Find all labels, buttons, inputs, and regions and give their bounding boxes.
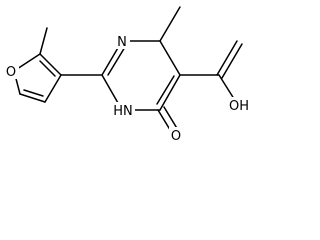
- atom-furan-o: O: [4, 63, 19, 80]
- label-n3: N: [117, 35, 127, 50]
- atom-n1h: HN: [111, 102, 135, 119]
- bond-carboxyl-co-a: [216, 40, 238, 76]
- label-acid-oh: OH: [229, 99, 249, 114]
- atom-n3: N: [115, 33, 130, 50]
- label-oxo-o: O: [171, 129, 181, 144]
- bond-carboxyl-co-b: [221, 43, 243, 79]
- bond-c4-methyl: [159, 6, 181, 42]
- atom-acid-oh: OH: [227, 97, 251, 114]
- molecule-drawing: O N HN O OH: [4, 6, 251, 144]
- bond-furan-c3-c2-inner: [39, 60, 56, 77]
- structure-diagram: O N HN O OH: [4, 6, 251, 144]
- bond-c6-oxo-b: [163, 106, 179, 131]
- bond-furan-c4-c3: [44, 74, 62, 103]
- bond-c5-c6-inner: [156, 75, 175, 105]
- atom-oxo-o: O: [169, 127, 184, 144]
- pyrimidine-ring: [101, 40, 181, 111]
- bond-furan-c3-c2: [39, 53, 62, 76]
- bond-c2-n3-inner: [107, 46, 126, 76]
- furan-ring: [13, 27, 62, 103]
- label-n1h: HN: [113, 104, 133, 119]
- bond-c4-c5: [159, 40, 181, 76]
- bond-furan-c5-c4: [19, 93, 46, 103]
- bond-c5-c6: [159, 74, 181, 111]
- bond-furan-methyl: [39, 27, 48, 55]
- label-furan-o: O: [6, 65, 16, 80]
- bond-furan-c5-c4-inner: [23, 89, 44, 97]
